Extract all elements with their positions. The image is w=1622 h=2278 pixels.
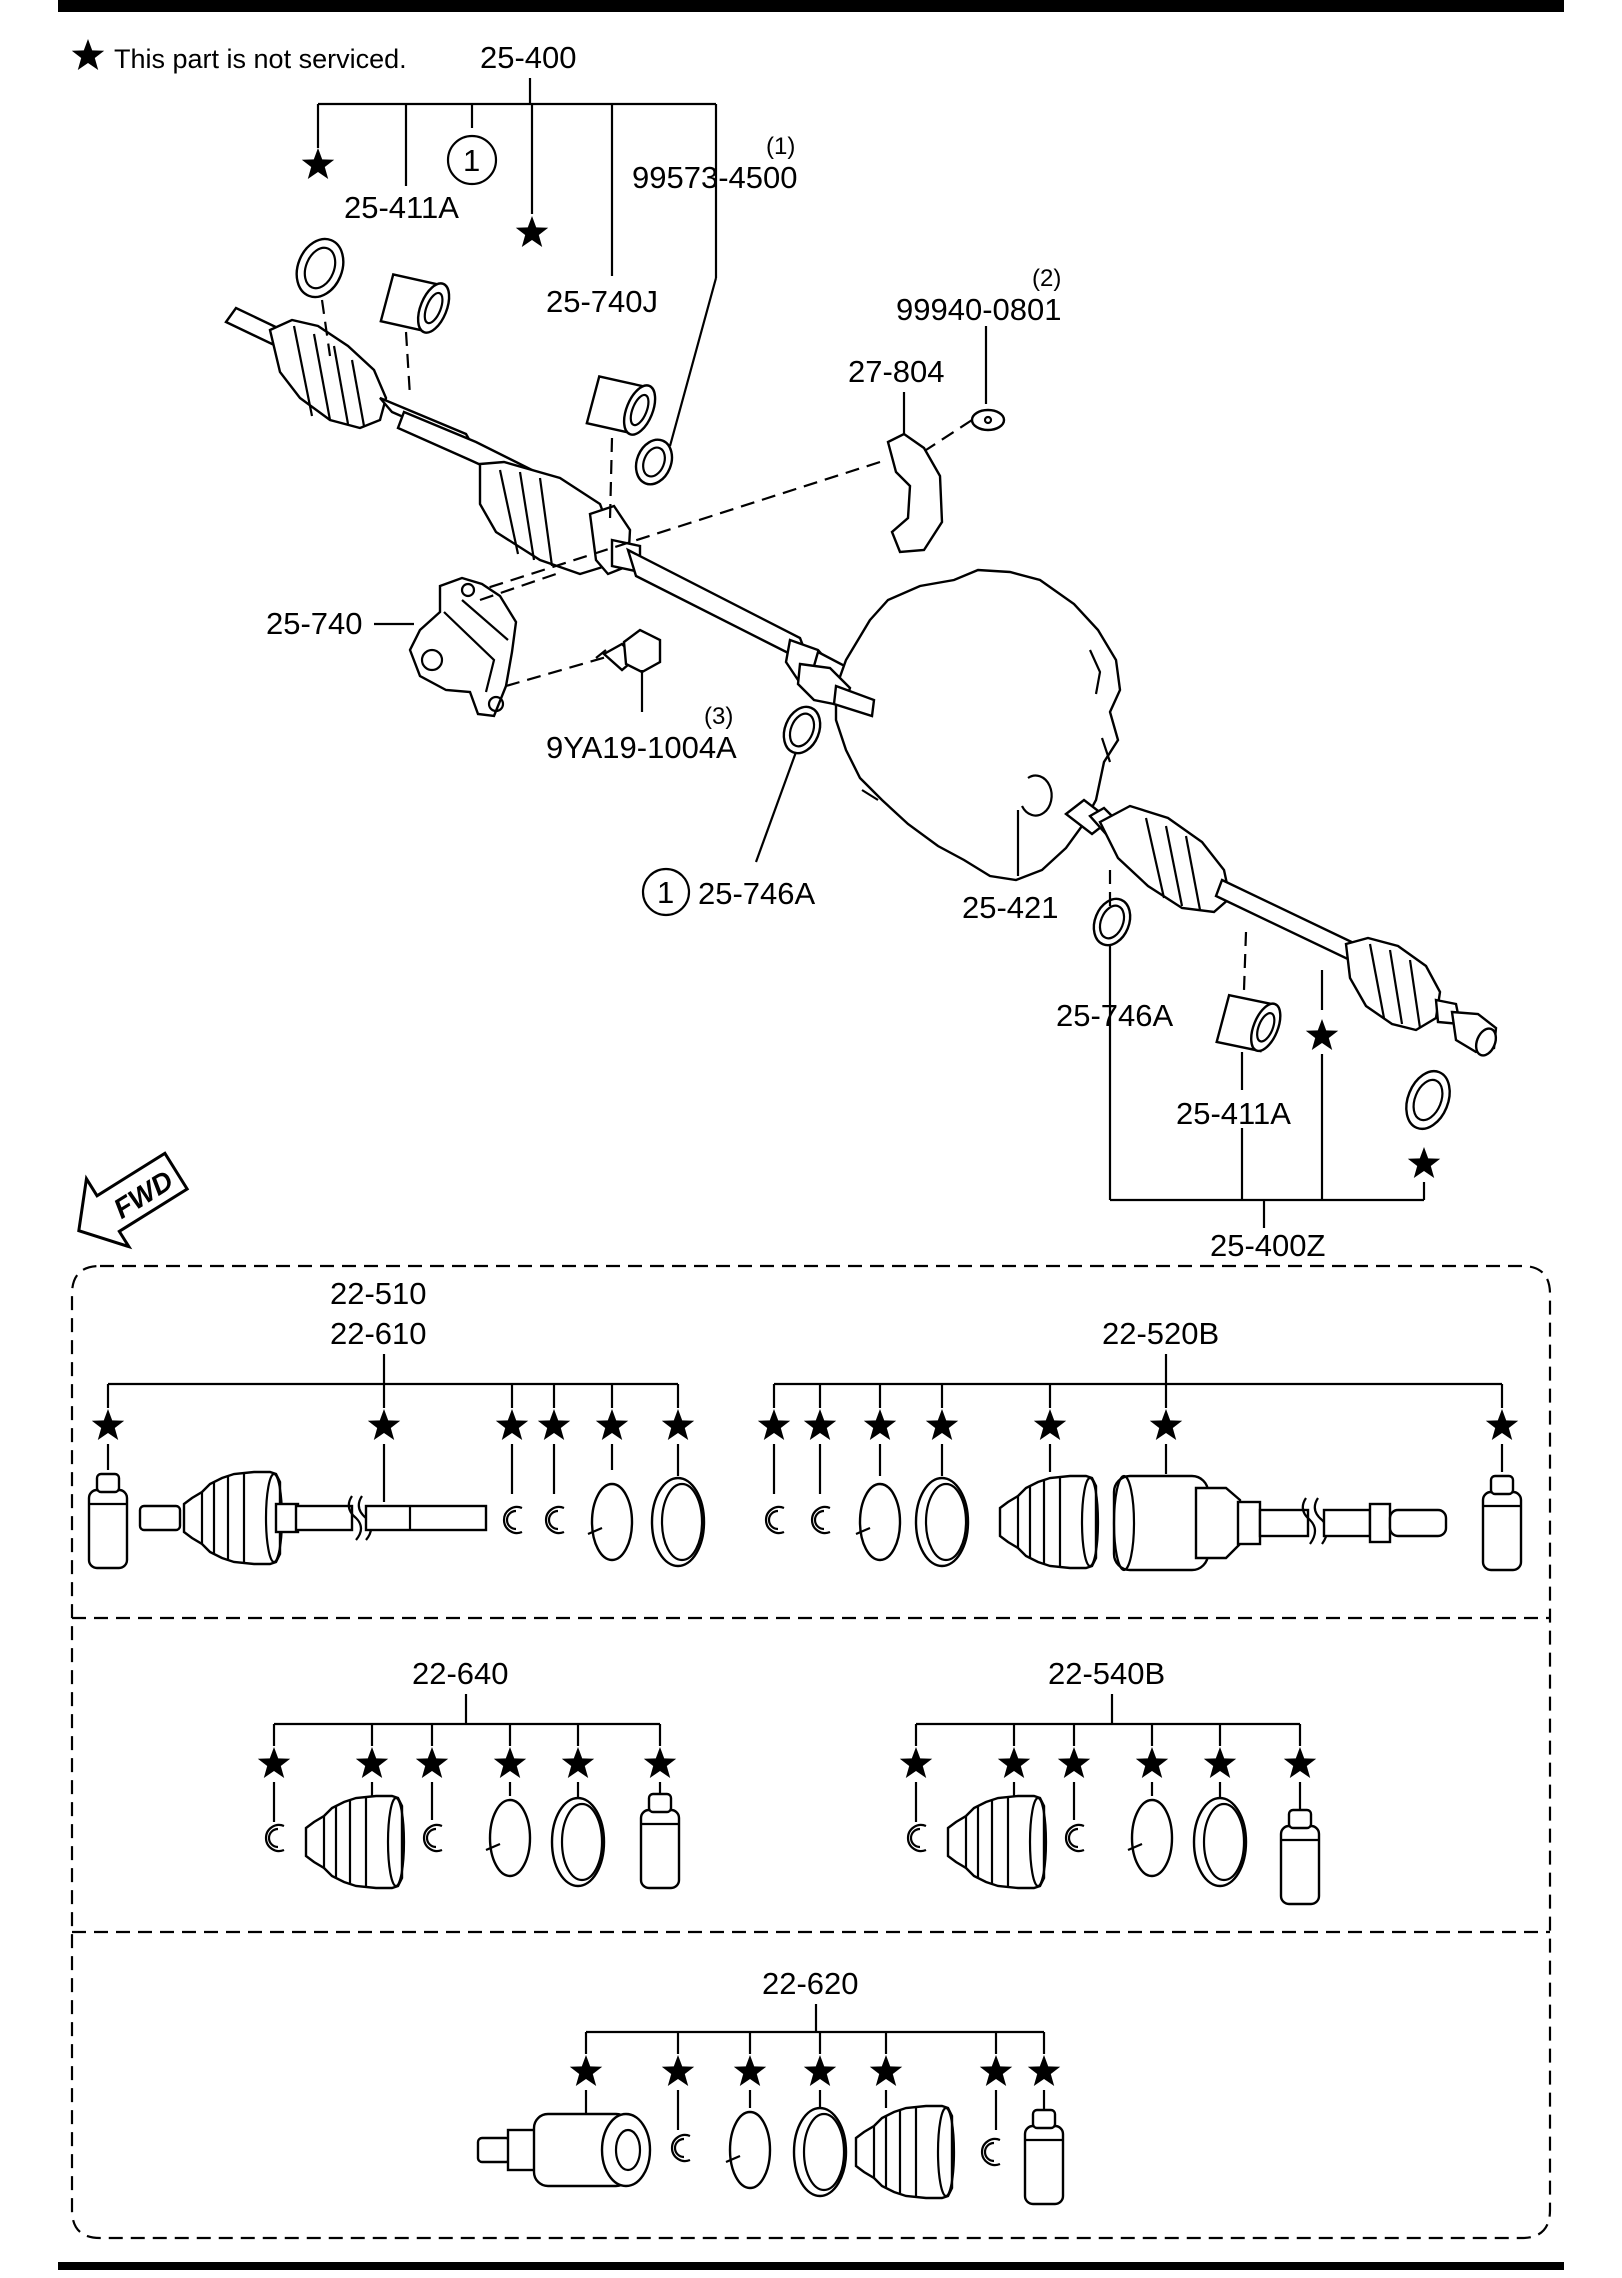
part-25-411A-bearing-top [379, 273, 451, 334]
part-25-411A-bearing-right [1215, 993, 1282, 1053]
svg-text:22-620: 22-620 [762, 1966, 859, 2001]
not-serviced-note: This part is not serviced. [114, 44, 407, 74]
callout-25-400: 25-400 [316, 40, 718, 278]
part-99940-0801-washer [970, 408, 1006, 432]
svg-text:22-520B: 22-520B [1102, 1316, 1219, 1351]
svg-text:25-400: 25-400 [480, 40, 577, 75]
label-99940-0801: 99940-0801 [896, 292, 1062, 327]
circle-ref-left-number: 1 [657, 875, 674, 910]
label-9YA19-1004A: 9YA19-1004A [546, 730, 737, 765]
star-icon [1305, 1019, 1339, 1050]
part-25-746A-right-ring [1092, 897, 1132, 947]
not-serviced-star-icon [71, 39, 105, 70]
part-25-746A-left-ring [782, 705, 822, 755]
left-drive-shaft [224, 306, 862, 700]
label-25-411A-right: 25-411A [1176, 1096, 1291, 1131]
circle-ref-top [446, 134, 498, 186]
fwd-arrow-icon: FWD [77, 1151, 190, 1250]
label-25-421: 25-421 [962, 890, 1059, 925]
label-9YA19-1004A-ref: (3) [704, 703, 733, 730]
label-27-804: 27-804 [848, 354, 945, 389]
right-drive-shaft [1064, 798, 1498, 1057]
svg-text:25-400Z: 25-400Z [1210, 1228, 1325, 1263]
label-25-746A-left: 25-746A [698, 876, 816, 911]
svg-text:22-540B: 22-540B [1048, 1656, 1165, 1691]
label-99573-4500-ref: (1) [766, 133, 795, 160]
callout-25-400Z: 25-400Z [1108, 990, 1426, 1263]
svg-text:22-640: 22-640 [412, 1656, 509, 1691]
kit-22-640: 22-640 [257, 1656, 681, 1890]
part-dust-seal-star [295, 237, 345, 299]
part-25-421-circlip [1021, 774, 1053, 817]
kit-22-620: 22-620 [476, 1966, 1065, 2206]
part-25-740-bracket [408, 576, 518, 718]
part-99573-4500-ring [634, 438, 674, 486]
kit-22-540B: 22-540B [899, 1656, 1321, 1906]
label-25-740: 25-740 [266, 606, 363, 641]
label-25-740J: 25-740J [546, 284, 658, 319]
circle-ref-top-number: 1 [463, 143, 480, 178]
part-25-740J-bearing [585, 375, 657, 436]
top-border-bar [58, 0, 1564, 12]
label-25-746A-right: 25-746A [1056, 998, 1174, 1033]
part-27-804-cap [886, 432, 944, 554]
star-icon [515, 216, 549, 247]
circle-ref-left [641, 867, 691, 917]
star-icon [1407, 1147, 1441, 1178]
part-transaxle-case [834, 568, 1122, 882]
kit-panel-border [70, 1264, 1552, 2240]
kit-22-510: 22-510 22-610 [87, 1276, 706, 1570]
label-99940-0801-ref: (2) [1032, 265, 1061, 292]
bottom-border-bar [58, 2262, 1564, 2270]
kit-22-520B: 22-520B [757, 1316, 1523, 1572]
svg-text:22-610: 22-610 [330, 1316, 427, 1351]
part-9YA19-1004A-bolt [595, 628, 662, 674]
part-dust-seal-right-star [1405, 1069, 1451, 1131]
label-99573-4500: 99573-4500 [632, 160, 798, 195]
label-25-411A-top: 25-411A [344, 190, 459, 225]
star-icon [301, 148, 335, 179]
svg-text:22-510: 22-510 [330, 1276, 427, 1311]
